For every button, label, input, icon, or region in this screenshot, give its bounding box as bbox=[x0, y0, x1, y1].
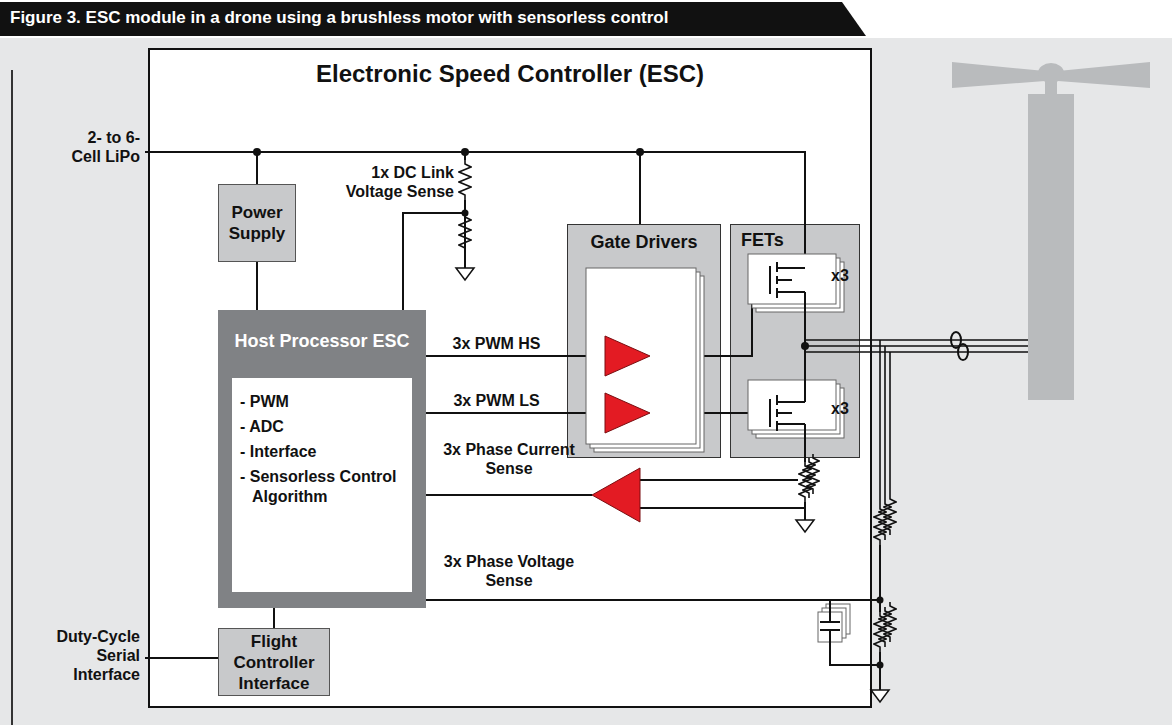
function-item: - PWM bbox=[240, 392, 408, 412]
connector bbox=[721, 355, 730, 357]
driver-stack bbox=[586, 268, 704, 452]
signal-label: 3x Phase Current Sense bbox=[434, 440, 584, 478]
driver-amp bbox=[605, 393, 650, 433]
function-item: - Interface bbox=[240, 442, 408, 462]
node-heading: Flight Controller Interface bbox=[222, 631, 326, 694]
esc-enclosure: Electronic Speed Controller (ESC) Power S… bbox=[148, 48, 872, 708]
title-band bbox=[0, 2, 866, 36]
battery-label: 2- to 6-Cell LiPo bbox=[60, 128, 140, 166]
node-heading: Power Supply bbox=[222, 202, 292, 244]
power-supply-box: Power Supply bbox=[218, 184, 296, 262]
function-item: - Sensorless Control Algorithm bbox=[240, 467, 408, 507]
driver-supply-wire bbox=[639, 152, 641, 224]
count-label: x3 bbox=[831, 265, 855, 287]
function-item: - ADC bbox=[240, 417, 408, 437]
connector bbox=[426, 355, 567, 357]
top-strip bbox=[0, 0, 1172, 38]
signal-label: 3x PWM HS bbox=[452, 334, 540, 353]
connector bbox=[256, 262, 258, 310]
driver-amp bbox=[605, 336, 650, 376]
host-processor-box: Host Processor ESC- PWM- ADC- Interface-… bbox=[218, 310, 426, 608]
supply-wire bbox=[256, 152, 258, 184]
node-heading: Host Processor ESC bbox=[224, 330, 420, 352]
connector bbox=[273, 608, 275, 628]
count-label: x3 bbox=[831, 398, 855, 420]
figure-title: Figure 3. ESC module in a drone using a … bbox=[10, 8, 668, 28]
node-heading: Gate Drivers bbox=[572, 231, 716, 253]
signal-label: 3x Phase Voltage Sense bbox=[434, 552, 584, 590]
signal-label: 3x PWM LS bbox=[453, 391, 539, 410]
node-heading: FETs bbox=[741, 229, 855, 251]
margin-rule bbox=[11, 70, 13, 725]
connector bbox=[721, 412, 730, 414]
node-heading: Electronic Speed Controller (ESC) bbox=[158, 60, 862, 88]
serial-wire bbox=[145, 657, 218, 659]
connector bbox=[426, 412, 567, 414]
function-list-box: - PWM - ADC - Interface - Sensorless Contro… bbox=[232, 378, 412, 592]
motor-propeller bbox=[952, 62, 1150, 400]
flight-controller-interface-box: Flight Controller Interface bbox=[218, 628, 330, 696]
interface-label: Duty-Cycle Serial Interface bbox=[30, 627, 140, 684]
signal-label: 1x DC Link Voltage Sense bbox=[322, 163, 454, 201]
